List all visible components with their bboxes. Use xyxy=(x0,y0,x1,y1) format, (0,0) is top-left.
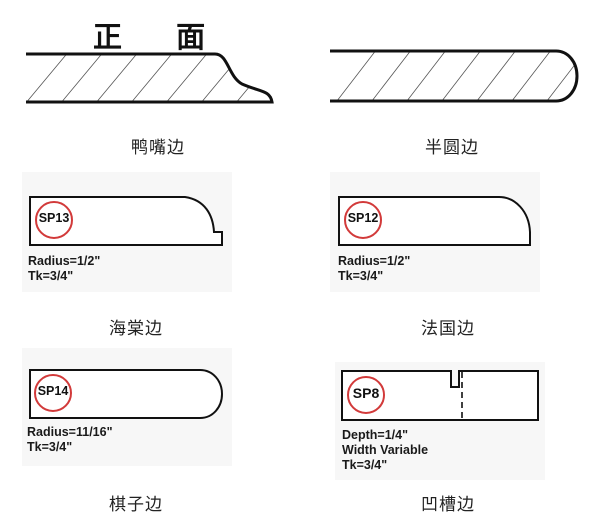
sp12-specs: Radius=1/2" Tk=3/4" xyxy=(338,254,410,284)
half-round-hatch xyxy=(330,51,577,101)
sp13-badge xyxy=(35,201,73,239)
sp8-code: SP8 xyxy=(352,385,380,401)
caption-groove-edge: 凹槽边 xyxy=(421,495,475,515)
sp8-spec-thickness: Tk=3/4" xyxy=(342,458,388,472)
sp13-spec-radius: Radius=1/2" xyxy=(28,254,101,268)
sp12-code: SP12 xyxy=(347,211,379,225)
sp14-spec-radius: Radius=11/16" xyxy=(27,425,113,439)
sp14-code: SP14 xyxy=(37,384,69,398)
caption-duck-bill-edge: 鸭嘴边 xyxy=(131,138,185,158)
caption-chess-edge: 棋子边 xyxy=(109,495,163,515)
sp12-spec-thickness: Tk=3/4" xyxy=(338,269,384,283)
sp8-badge xyxy=(347,376,385,414)
sp12-badge xyxy=(344,201,382,239)
sp14-specs: Radius=11/16" Tk=3/4" xyxy=(27,425,113,455)
sp13-specs: Radius=1/2" Tk=3/4" xyxy=(28,254,100,284)
duck-bill-edge-diagram xyxy=(26,49,579,104)
front-label: 正 面 xyxy=(93,20,228,54)
caption-french-edge: 法国边 xyxy=(421,319,475,339)
sp8-spec-depth: Depth=1/4" xyxy=(342,428,409,442)
sp8-specs: Depth=1/4" Width Variable Tk=3/4" xyxy=(342,428,428,473)
sp12-spec-radius: Radius=1/2" xyxy=(338,254,411,268)
sp14-spec-thickness: Tk=3/4" xyxy=(27,440,73,454)
caption-begonia-edge: 海棠边 xyxy=(109,319,163,339)
sp14-badge xyxy=(34,374,72,412)
sp13-code: SP13 xyxy=(38,211,70,225)
sp8-spec-width: Width Variable xyxy=(342,443,429,457)
half-round-outline xyxy=(330,49,579,103)
sp13-spec-thickness: Tk=3/4" xyxy=(28,269,74,283)
caption-half-round-edge: 半圆边 xyxy=(425,138,479,158)
duck-bill-outline xyxy=(26,52,274,104)
